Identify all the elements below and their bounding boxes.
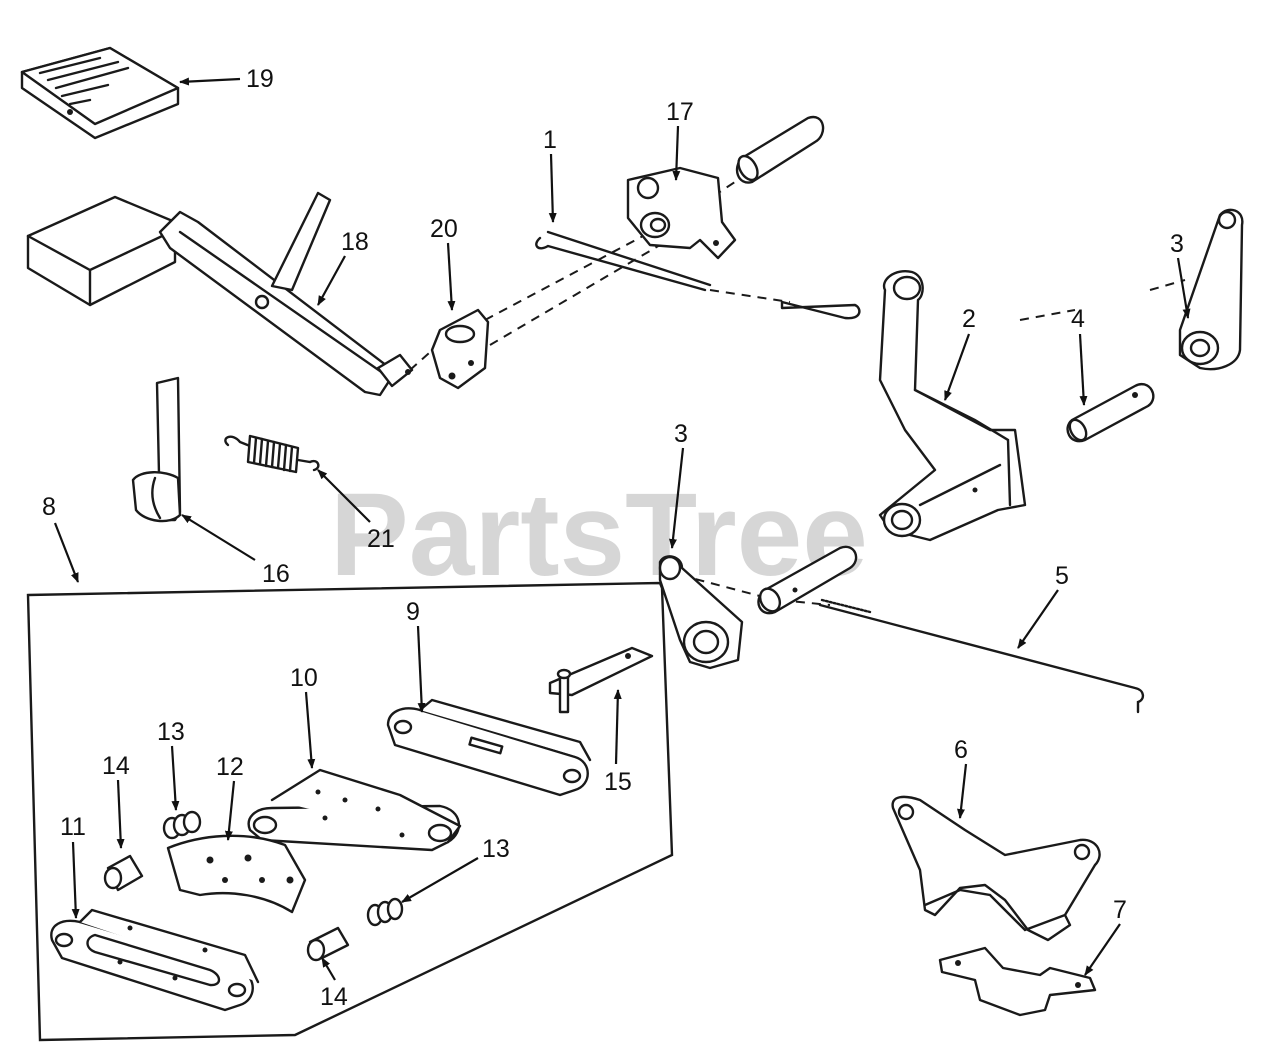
callout-3-center: 3 xyxy=(674,420,688,448)
part-5-threaded-rod xyxy=(818,598,1145,714)
part-4-pin xyxy=(1066,383,1155,443)
callout-14-lower: 14 xyxy=(320,983,348,1011)
callout-7: 7 xyxy=(1113,896,1127,924)
callout-5: 5 xyxy=(1055,562,1069,590)
part-3-crank-arm-center xyxy=(658,555,744,670)
callout-6: 6 xyxy=(954,736,968,764)
part-13-spring-upper xyxy=(162,810,202,840)
callout-9: 9 xyxy=(406,598,420,626)
part-20-pivot-bracket xyxy=(430,308,490,390)
part-18-pedal-arm xyxy=(26,191,414,397)
callout-13-lower: 13 xyxy=(482,835,510,863)
callout-1: 1 xyxy=(543,126,557,154)
part-17-lever-hub xyxy=(626,115,825,260)
part-14-pin-lower xyxy=(306,926,350,962)
callouts: 19 17 1 18 20 3 2 4 3 21 8 16 5 9 10 13 … xyxy=(42,65,1184,1011)
callout-8: 8 xyxy=(42,493,56,521)
callout-3-upper: 3 xyxy=(1170,230,1184,258)
part-7-strap-bracket xyxy=(938,946,1097,1017)
part-14-pin-upper xyxy=(103,854,144,892)
part-9-plate xyxy=(386,698,592,797)
part-6-support-bracket xyxy=(891,795,1101,942)
callout-15: 15 xyxy=(604,768,632,796)
part-15-pin-bracket xyxy=(548,646,654,714)
callout-14-upper: 14 xyxy=(102,752,130,780)
part-21-spring xyxy=(224,434,320,474)
part-10-plate xyxy=(247,768,462,852)
callout-12: 12 xyxy=(216,753,244,781)
callout-21: 21 xyxy=(367,525,395,553)
part-16-pedal-pad xyxy=(131,376,182,523)
part-19-manual xyxy=(20,46,180,140)
leader-arrows xyxy=(53,77,1191,981)
callout-2: 2 xyxy=(962,305,976,333)
callout-11: 11 xyxy=(60,813,86,841)
part-1-rod xyxy=(535,230,861,320)
callout-13-upper: 13 xyxy=(157,718,185,746)
callout-16: 16 xyxy=(262,560,290,588)
callout-17: 17 xyxy=(666,98,694,126)
part-13-spring-lower xyxy=(366,897,404,927)
part-3-crank-arm-upper xyxy=(1178,208,1244,371)
part-2-bell-crank xyxy=(878,270,1027,542)
watermark-text: PartsTree xyxy=(330,469,868,601)
callout-20: 20 xyxy=(430,215,458,243)
cross-shaft xyxy=(757,545,858,615)
callout-10: 10 xyxy=(290,664,318,692)
callout-19: 19 xyxy=(246,65,274,93)
callout-4: 4 xyxy=(1071,305,1085,333)
kit-box-8 xyxy=(26,581,674,1042)
part-12-friction-pad xyxy=(166,834,307,914)
part-11-base-plate xyxy=(50,908,260,1012)
callout-18: 18 xyxy=(341,228,369,256)
